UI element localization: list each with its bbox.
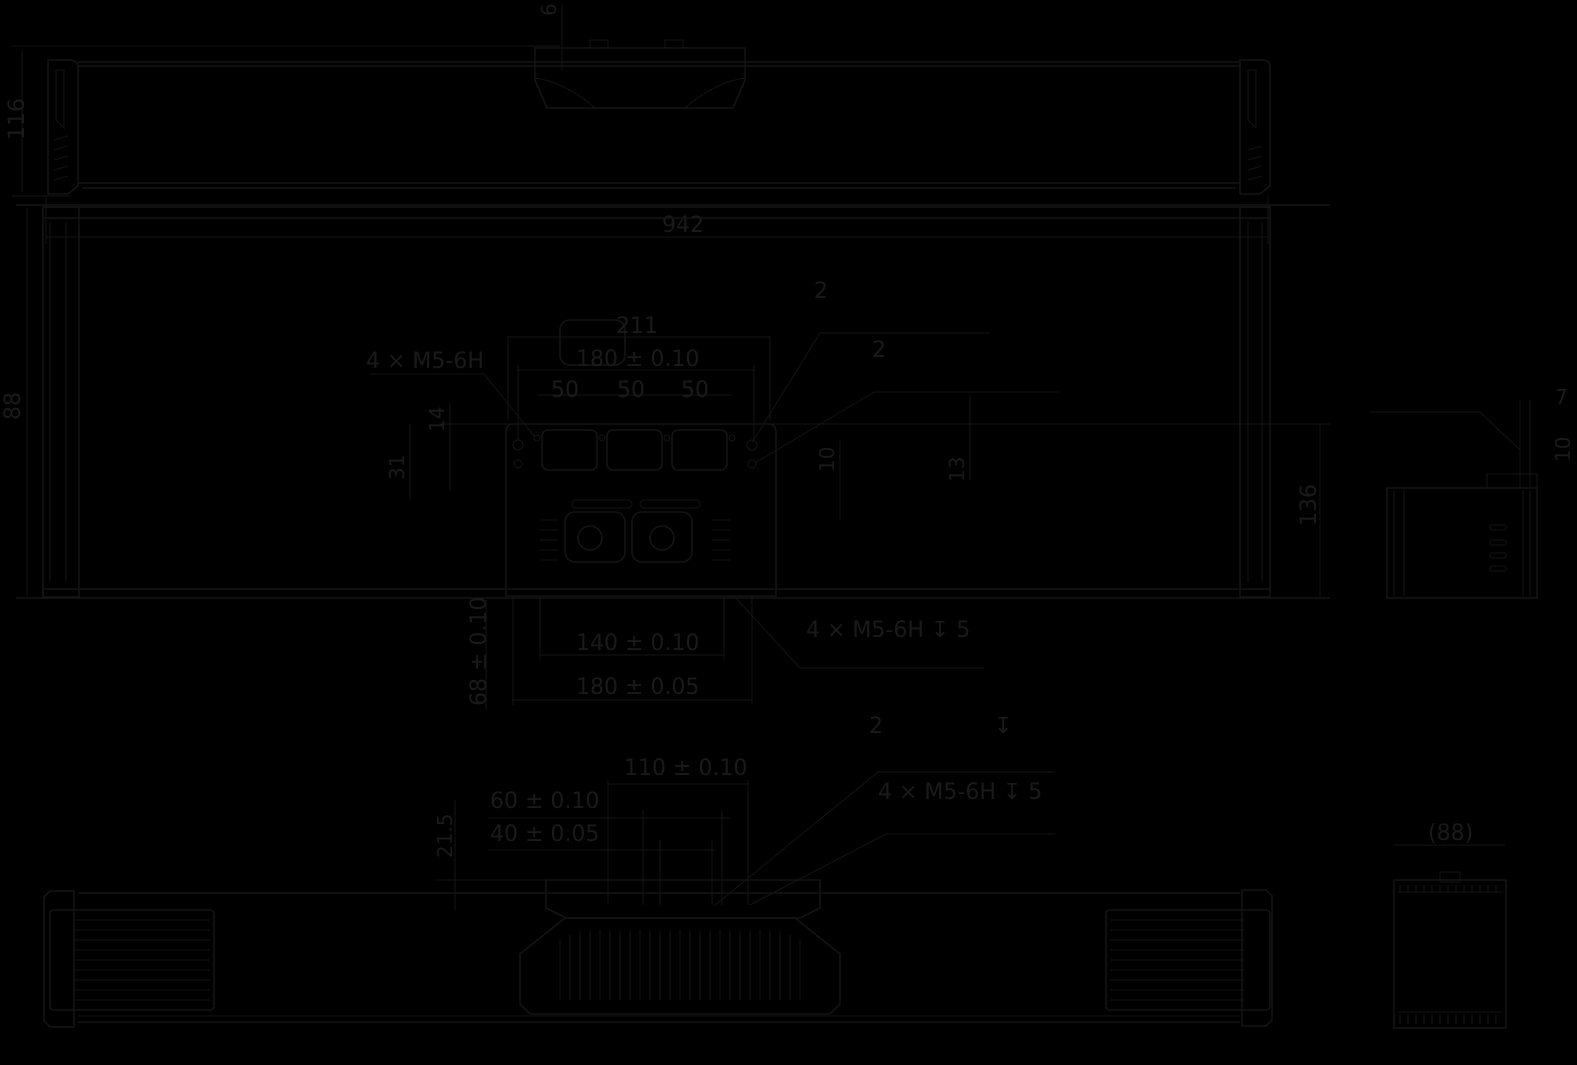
dim-side-10: 10 — [1551, 437, 1575, 462]
side-view — [1370, 400, 1538, 599]
hole-callout-bottom: 4 × M5-6H ↧ 5 — [806, 618, 970, 643]
dim-hole-span: 180 ± 0.10 — [576, 347, 699, 372]
dim-pitch-3: 50 — [681, 378, 709, 403]
dim-height-116: 116 — [5, 98, 30, 140]
dim-span-110: 110 ± 0.10 — [624, 756, 747, 781]
front-view — [12, 4, 1271, 244]
leader-label-2: 2 — [872, 338, 886, 363]
dim-overall-width: 136 — [1297, 484, 1322, 526]
dim-height-21-5: 21.5 — [433, 813, 457, 858]
dim-bottom-hole-span: 140 ± 0.10 — [576, 631, 699, 656]
leader-label-1: 2 — [814, 279, 828, 304]
top-view — [16, 204, 1330, 710]
hole-callout-carriage: 4 × M5-6H ↧ 5 — [878, 780, 1042, 805]
dim-pitch-2: 50 — [617, 378, 645, 403]
dim-y-span: 68 ± 0.10 — [467, 597, 492, 706]
dim-13: 13 — [945, 457, 969, 482]
dim-end-width-ref: (88) — [1428, 821, 1473, 846]
dim-31: 31 — [385, 455, 409, 480]
dim-carriage-offset: 6 — [537, 3, 561, 16]
depth-symbol: ↧ — [994, 714, 1012, 739]
hole-callout-top: 4 × M5-6H — [366, 349, 484, 374]
dim-pitch-1: 50 — [551, 378, 579, 403]
dim-body-width: 88 — [1, 392, 26, 420]
dim-10: 10 — [815, 447, 839, 472]
dim-carriage-width: 211 — [616, 314, 658, 339]
end-view — [1393, 844, 1507, 1029]
dim-span-60: 60 ± 0.10 — [490, 789, 599, 814]
dim-bottom-span: 180 ± 0.05 — [576, 675, 699, 700]
dim-14: 14 — [425, 407, 449, 432]
dim-span-40: 40 ± 0.05 — [490, 822, 599, 847]
leader-label-bottom: 2 — [869, 714, 883, 739]
bottom-view — [43, 771, 1273, 1028]
dim-length-942: 942 — [662, 213, 704, 238]
dim-side-7: 7 — [1555, 385, 1568, 409]
